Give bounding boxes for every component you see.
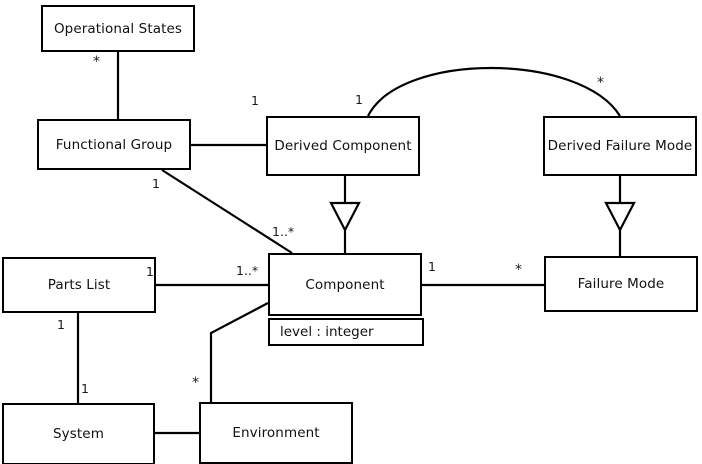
multiplicity-m-fg-comp: 1 [152,176,160,191]
multiplicity-m-comp-fm-right: * [515,262,522,278]
class-name-label: Operational States [53,20,183,37]
class-name-label: Derived Component [274,138,412,154]
class-box-failure-mode[interactable]: Failure Mode [544,256,698,312]
class-box-system[interactable]: System [2,403,155,464]
class-name-label: Functional Group [55,136,173,153]
arrow-component-generalization [329,201,361,233]
class-box-parts-list[interactable]: Parts List [2,257,156,313]
association-curves [367,67,621,117]
multiplicity-m-pl-comp-right: 1..* [236,263,259,278]
attribute-text: level : integer [280,324,374,340]
class-box-operational-states[interactable]: Operational States [41,5,195,52]
class-name-label: Environment [232,425,320,441]
class-box-component[interactable]: Component [268,253,422,316]
multiplicity-m-pl-sys-top: 1 [57,317,65,332]
multiplicity-m-pl-sys-bot: 1 [81,381,89,396]
multiplicity-m-fg-comp-end: 1..* [272,224,295,239]
multiplicity-m-env-comp: * [192,375,199,391]
class-box-functional-group[interactable]: Functional Group [37,119,191,170]
class-box-environment[interactable]: Environment [199,402,353,464]
class-name-label: Component [305,276,385,293]
class-name-label: Derived Failure Mode [547,138,693,154]
arrow-failuremode-generalization [604,201,636,233]
class-name-label: Parts List [47,277,111,293]
edge-environment-component [209,302,269,402]
association-lines [76,52,622,435]
attribute-compartment-component-level[interactable]: level : integer [268,318,424,346]
edge-functionalgroup-component [161,169,293,254]
arc-derivedcomponent-derivedfailuremode [367,67,621,117]
multiplicity-m-dc-dfm-right: * [597,75,604,91]
class-box-derived-component[interactable]: Derived Component [266,116,420,176]
class-name-label: Failure Mode [577,276,665,292]
multiplicity-m-pl-comp-left: 1 [146,264,154,279]
multiplicity-m-dc-dfm-left: 1 [355,92,363,107]
multiplicity-m-comp-fm-left: 1 [428,259,436,274]
multiplicity-m-fg-dc: 1 [251,93,259,108]
generalization-arrowheads [329,201,636,233]
class-name-label: System [53,426,104,442]
multiplicity-m-opstates-fg: * [93,54,100,70]
class-box-derived-failure-mode[interactable]: Derived Failure Mode [543,116,697,176]
